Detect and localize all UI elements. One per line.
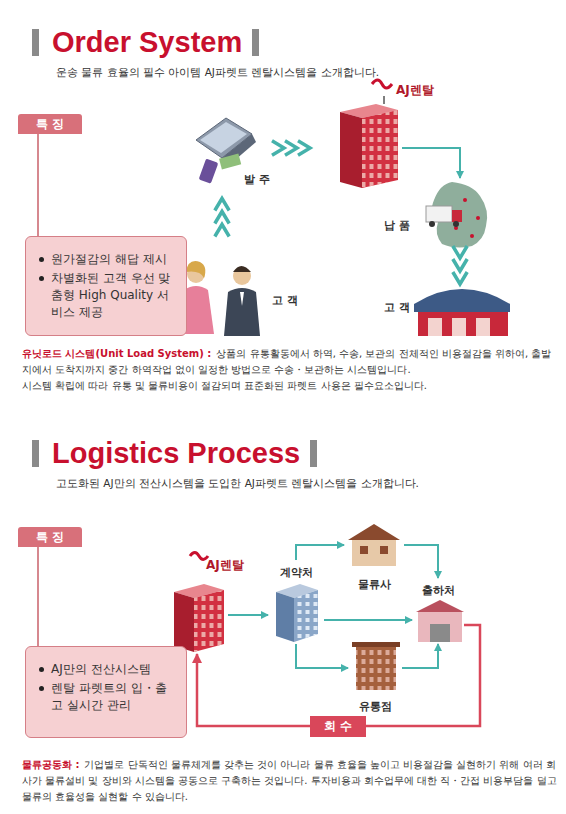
customer-people: [178, 261, 260, 336]
note-line: 유닛로드 시스템(Unit Load System) :상품의 유통활동에서 하…: [22, 346, 558, 378]
node-label: 유통점: [357, 699, 394, 714]
flow-connector: [228, 614, 268, 616]
process-node: 물류사: [344, 520, 404, 592]
chevron-stroke: [215, 225, 229, 237]
node-label: 특 징: [36, 529, 64, 546]
flow-connector: [402, 644, 438, 668]
chevron-stroke: [453, 246, 467, 258]
flow-connector: [404, 545, 438, 578]
chevron-stroke: [272, 141, 284, 155]
chevron-stroke: [215, 212, 229, 224]
process-node: 납 품: [418, 178, 502, 248]
node-label: 물류사: [356, 577, 393, 592]
korea-map: [426, 182, 487, 248]
note-term: 물류공동화 :: [22, 759, 79, 770]
heading-bar: [32, 440, 39, 467]
note-text: 기업별로 단독적인 물류체계를 갖추는 것이 아니라 물류 효율을 높이고 비용…: [22, 759, 557, 802]
node-label: 발 주: [244, 172, 270, 187]
feature-box: 원가절감의 해답 제시차별화된 고객 우선 맞춤형 High Quality 서…: [25, 236, 187, 336]
node-label: 고 객: [384, 300, 410, 315]
feature-item: 원가절감의 해답 제시: [38, 251, 176, 268]
process-node: 발 주: [192, 118, 248, 180]
process-node: 계약처: [268, 560, 324, 644]
chevron-stroke: [453, 272, 467, 284]
node-label: 출하처: [420, 583, 457, 598]
retailer-building: [352, 642, 400, 690]
node-label: AJ렌탈: [396, 82, 434, 99]
logistics-company-house: [348, 524, 400, 566]
node-label: 납 품: [384, 218, 410, 233]
section-heading: Logistics Process: [52, 437, 300, 469]
note-paragraph: 물류공동화 :기업별로 단독적인 물류체계를 갖추는 것이 아니라 물류 효율을…: [22, 757, 558, 805]
heading-bar: [252, 29, 259, 56]
chevron-arrow: [272, 141, 310, 155]
section-heading: Order System: [52, 26, 242, 58]
ajrental-building: [340, 80, 398, 188]
note-paragraph: 유닛로드 시스템(Unit Load System) :상품의 유통활동에서 하…: [22, 346, 558, 394]
feature-item: 차별화된 고객 우선 맞춤형 High Quality 서비스 제공: [38, 270, 176, 321]
flow-connector: [296, 644, 348, 668]
process-node: AJ렌탈: [334, 98, 402, 188]
flow-connector: [296, 545, 344, 560]
flow-connector: [197, 625, 480, 726]
chevron-stroke: [298, 141, 310, 155]
node-label: 고 객: [272, 293, 298, 308]
note-line: 물류공동화 :기업별로 단독적인 물류체계를 갖추는 것이 아니라 물류 효율을…: [22, 757, 558, 805]
contractor-building: [276, 584, 318, 642]
edge-label: 회 수: [310, 716, 366, 737]
leader-line: [37, 134, 39, 236]
feature-box: AJ만의 전산시스템렌탈 파렛트의 입・출고 실시간 관리: [25, 646, 187, 738]
node-label: 특 징: [36, 116, 64, 133]
subtitle: 고도화된 AJ만의 전산시스템을 도입한 AJ파렛트 렌탈시스템을 소개합니다.: [56, 477, 419, 491]
feature-item: AJ만의 전산시스템: [38, 661, 176, 678]
leader-line: [37, 547, 39, 646]
note-term: 유닛로드 시스템(Unit Load System) :: [22, 348, 211, 359]
feature-tab: 특 징: [18, 527, 82, 547]
process-node: 출하처: [412, 578, 464, 644]
heading-bar: [310, 440, 317, 467]
heading-bar: [32, 29, 39, 56]
chevron-stroke: [285, 141, 297, 155]
process-node: 고 객: [172, 255, 264, 337]
process-node: 고 객: [412, 282, 512, 338]
node-label: 계약처: [278, 565, 315, 580]
note-text: 시스템 확립에 따라 유통 및 물류비용이 절감되며 표준화된 파렛트 사용은 …: [22, 378, 558, 394]
process-node: 유통점: [348, 640, 402, 714]
subtitle: 운송 물류 효율의 필수 아이템 AJ파렛트 렌탈시스템을 소개합니다.: [56, 66, 379, 80]
feature-tab: 특 징: [18, 114, 82, 134]
shipper-warehouse: [416, 600, 464, 642]
feature-item: 렌탈 파렛트의 입・출고 실시간 관리: [38, 680, 176, 714]
node-label: AJ렌탈: [206, 557, 244, 574]
flow-connector: [402, 148, 460, 178]
flow-connector: [324, 619, 412, 621]
chevron-arrow: [215, 199, 229, 237]
chevron-stroke: [215, 199, 229, 211]
process-node: AJ렌탈: [168, 580, 228, 654]
chevron-arrow: [453, 246, 467, 284]
customer-warehouse: [414, 289, 510, 336]
chevron-stroke: [453, 259, 467, 271]
